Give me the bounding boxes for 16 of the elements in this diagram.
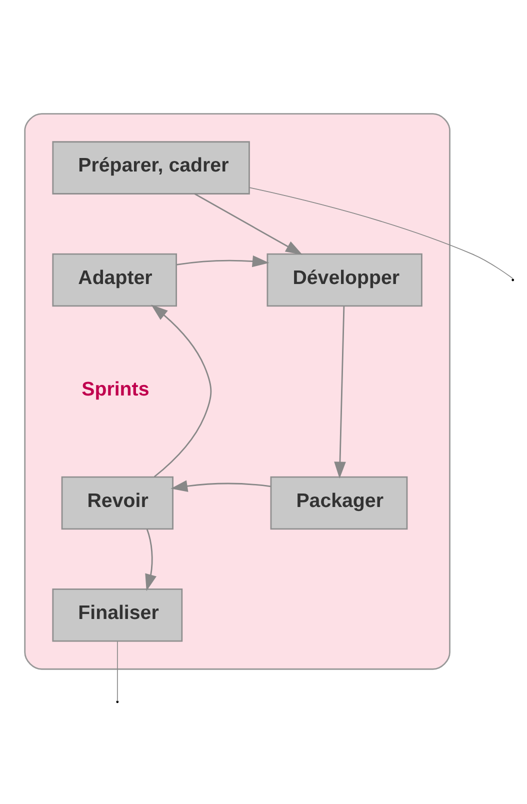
arrow bbox=[334, 306, 346, 478]
arrow bbox=[145, 528, 157, 591]
node-box: Préparer, cadrer bbox=[52, 140, 250, 194]
arrow bbox=[176, 254, 270, 267]
node-box: Adapter bbox=[52, 252, 177, 306]
arrow bbox=[194, 192, 302, 254]
connector bbox=[248, 186, 514, 278]
node-box: Développer bbox=[266, 252, 422, 306]
arrow bbox=[151, 304, 212, 477]
connector bbox=[117, 640, 118, 702]
arrow bbox=[170, 480, 271, 492]
node-box: Packager bbox=[270, 476, 408, 530]
label: Sprints bbox=[82, 378, 150, 400]
node-box: Finaliser bbox=[52, 588, 183, 642]
cluster bbox=[24, 112, 450, 670]
node-box: Revoir bbox=[61, 476, 174, 530]
